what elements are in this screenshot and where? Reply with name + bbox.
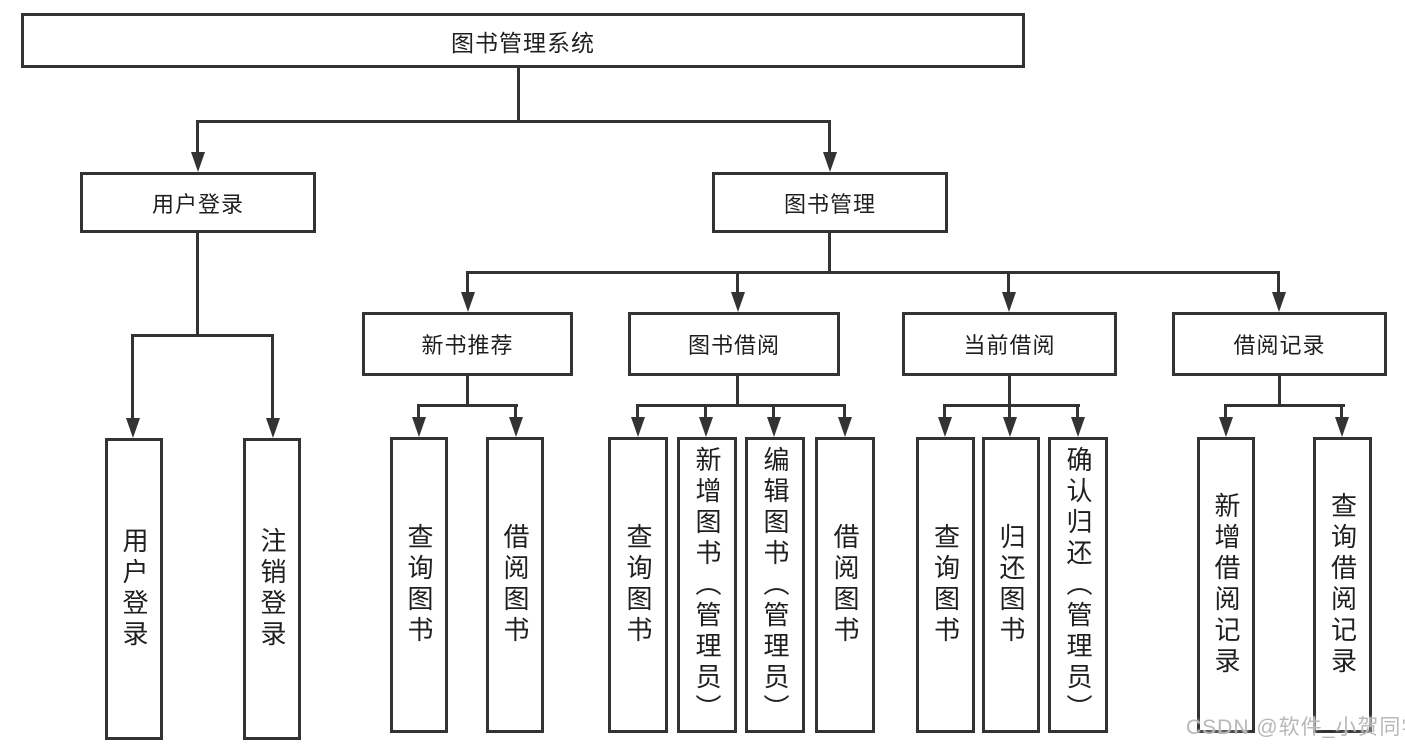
- connector-line: [1008, 404, 1011, 419]
- connector-line: [1277, 271, 1280, 296]
- node-root-label: 图书管理系统: [451, 29, 595, 56]
- node-leaf-query-borrow-record: 查询借阅记录: [1313, 437, 1372, 733]
- arrow-down-icon: [1218, 417, 1233, 437]
- csdn-watermark: CSDN @软件_小贺同学: [1186, 716, 1405, 739]
- arrow-down-icon: [1070, 417, 1085, 437]
- connector-line: [943, 404, 946, 419]
- node-borrowing-records-label: 借阅记录: [1233, 333, 1326, 358]
- node-leaf-add-books-admin-label: 新增图书（管理员）: [692, 445, 723, 725]
- node-leaf-logout: 注销登录: [243, 438, 301, 740]
- arrow-down-icon: [1001, 292, 1016, 312]
- node-leaf-add-borrow-record: 新增借阅记录: [1197, 437, 1255, 733]
- node-borrowing-records: 借阅记录: [1172, 312, 1387, 376]
- connector-line: [271, 334, 274, 418]
- node-leaf-return-books: 归还图书: [982, 437, 1040, 733]
- arrow-down-icon: [822, 152, 837, 172]
- arrow-down-icon: [125, 418, 140, 438]
- connector-line: [417, 404, 518, 407]
- node-leaf-edit-books-admin-label: 编辑图书（管理员）: [760, 445, 791, 725]
- connector-line: [1278, 376, 1281, 407]
- node-leaf-borrow-books-1: 借阅图书: [486, 437, 544, 733]
- connector-line: [828, 233, 831, 274]
- node-leaf-query-borrow-record-label: 查询借阅记录: [1327, 492, 1358, 678]
- node-new-book-recommend: 新书推荐: [362, 312, 573, 376]
- node-leaf-confirm-return-admin: 确认归还（管理员）: [1048, 437, 1108, 733]
- node-current-borrowing-label: 当前借阅: [963, 333, 1056, 358]
- arrow-down-icon: [1271, 292, 1286, 312]
- connector-line: [943, 404, 1080, 407]
- arrow-down-icon: [837, 417, 852, 437]
- arrow-down-icon: [411, 417, 426, 437]
- connector-line: [772, 404, 775, 419]
- node-current-borrowing: 当前借阅: [902, 312, 1117, 376]
- arrow-down-icon: [460, 292, 475, 312]
- node-leaf-query-books-1-label: 查询图书: [404, 523, 435, 647]
- node-leaf-query-books-3-label: 查询图书: [930, 523, 961, 647]
- node-leaf-user-login: 用户登录: [105, 438, 163, 740]
- connector-line: [131, 334, 134, 418]
- node-leaf-query-books-1: 查询图书: [390, 437, 448, 733]
- connector-line: [843, 404, 846, 419]
- node-leaf-borrow-books-2-label: 借阅图书: [830, 523, 861, 647]
- node-book-management-label: 图书管理: [783, 191, 876, 217]
- connector-line: [1008, 376, 1011, 407]
- node-leaf-borrow-books-2: 借阅图书: [815, 437, 875, 733]
- connector-line: [1076, 404, 1079, 419]
- connector-line: [196, 120, 831, 123]
- node-leaf-edit-books-admin: 编辑图书（管理员）: [745, 437, 805, 733]
- node-leaf-return-books-label: 归还图书: [996, 523, 1027, 647]
- arrow-down-icon: [766, 417, 781, 437]
- connector-line: [636, 404, 639, 419]
- node-leaf-user-login-label: 用户登录: [119, 527, 150, 651]
- node-leaf-add-borrow-record-label: 新增借阅记录: [1211, 492, 1242, 678]
- arrow-down-icon: [190, 152, 205, 172]
- node-leaf-query-books-2: 查询图书: [608, 437, 668, 733]
- node-leaf-query-books-2-label: 查询图书: [623, 523, 654, 647]
- node-leaf-logout-label: 注销登录: [257, 527, 288, 651]
- connector-line: [517, 68, 520, 121]
- arrow-down-icon: [937, 417, 952, 437]
- node-root: 图书管理系统: [21, 13, 1025, 68]
- arrow-down-icon: [1002, 417, 1017, 437]
- connector-line: [1224, 404, 1227, 419]
- node-new-book-recommend-label: 新书推荐: [421, 333, 514, 358]
- connector-line: [704, 404, 707, 419]
- node-user-login: 用户登录: [80, 172, 316, 233]
- connector-line: [1007, 271, 1010, 296]
- node-user-login-label: 用户登录: [151, 191, 244, 217]
- connector-line: [636, 404, 846, 407]
- arrow-down-icon: [265, 418, 280, 438]
- connector-line: [1224, 404, 1345, 407]
- connector-line: [196, 233, 199, 337]
- arrow-down-icon: [698, 417, 713, 437]
- node-book-borrowing-label: 图书借阅: [687, 333, 780, 358]
- connector-line: [466, 271, 1280, 274]
- connector-line: [466, 376, 469, 407]
- node-leaf-add-books-admin: 新增图书（管理员）: [677, 437, 737, 733]
- node-book-borrowing: 图书借阅: [628, 312, 840, 376]
- connector-line: [514, 404, 517, 419]
- arrow-down-icon: [730, 292, 745, 312]
- arrow-down-icon: [1334, 417, 1349, 437]
- connector-line: [736, 271, 739, 296]
- arrow-down-icon: [508, 417, 523, 437]
- connector-line: [1340, 404, 1343, 419]
- node-leaf-query-books-3: 查询图书: [916, 437, 975, 733]
- connector-line: [466, 271, 469, 296]
- node-leaf-confirm-return-admin-label: 确认归还（管理员）: [1063, 445, 1094, 725]
- node-book-management: 图书管理: [712, 172, 948, 233]
- connector-line: [131, 334, 274, 337]
- connector-line: [736, 376, 739, 407]
- connector-line: [828, 120, 831, 156]
- node-leaf-borrow-books-1-label: 借阅图书: [500, 523, 531, 647]
- connector-line: [196, 120, 199, 156]
- arrow-down-icon: [630, 417, 645, 437]
- connector-line: [417, 404, 420, 419]
